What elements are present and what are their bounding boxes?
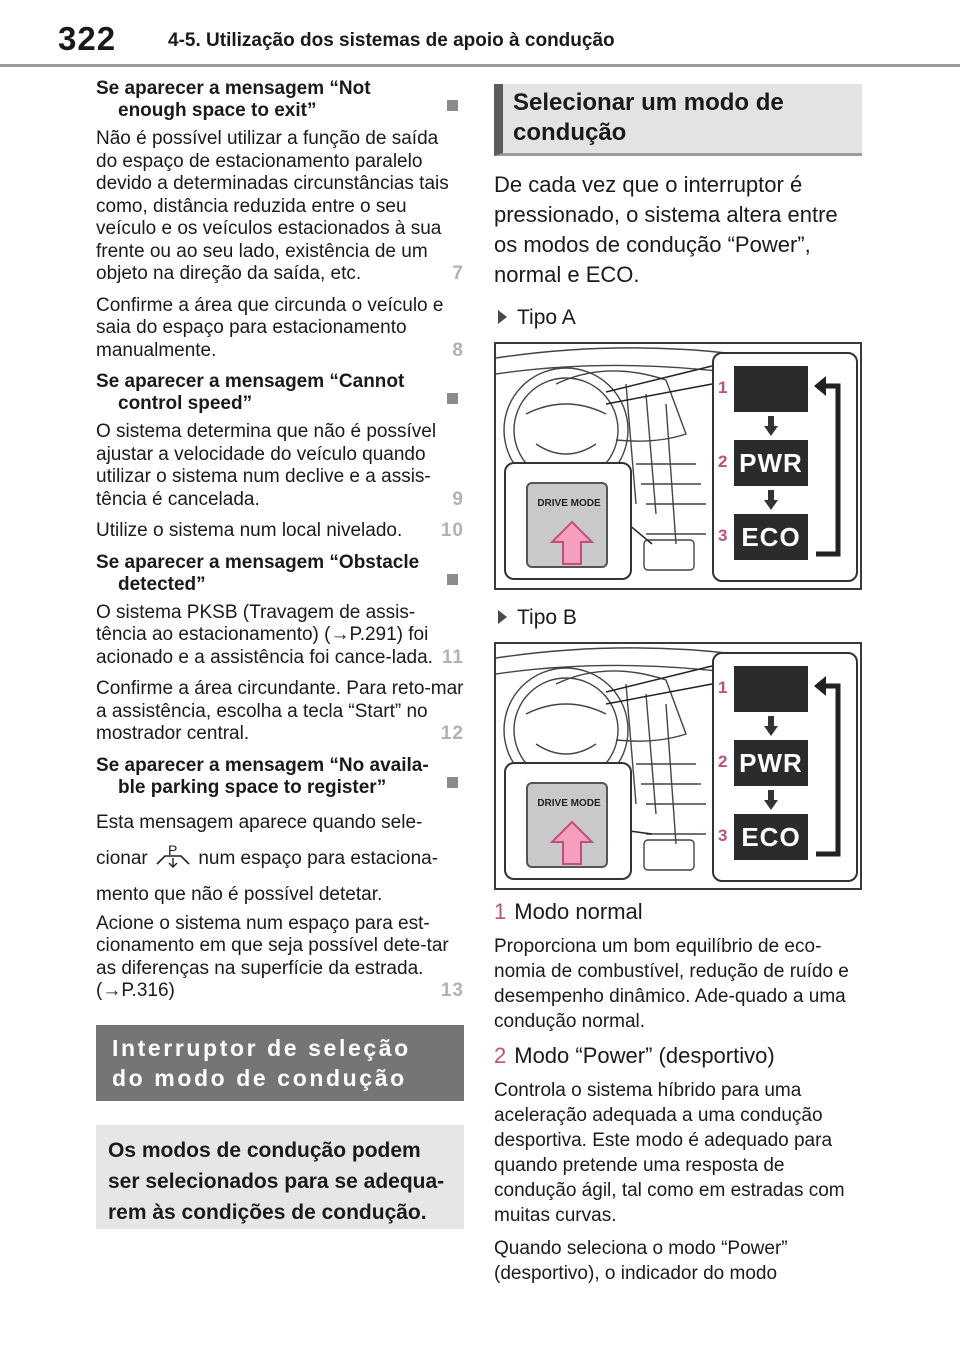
dashboard-illustration xyxy=(496,647,737,871)
step-number: 9 xyxy=(452,488,464,510)
triangle-bullet-icon xyxy=(498,310,507,325)
figure-type-b: 1 2 3 PWR ECO DRIVE MODE xyxy=(494,642,862,890)
intro-paragraph: De cada vez que o interruptor é pression… xyxy=(494,172,838,287)
svg-text:P: P xyxy=(168,842,177,858)
square-bullet-icon xyxy=(447,776,458,788)
mode-number: 2 xyxy=(718,752,728,771)
paragraph: O sistema determina que não é possível a… xyxy=(96,421,464,510)
mode-power-description: Controla o sistema híbrido para uma acel… xyxy=(494,1080,845,1226)
drive-mode-label: DRIVE MODE xyxy=(537,498,601,509)
message-heading: Se aparecer a mensagem “No availa-ble pa… xyxy=(96,755,464,799)
dashboard-illustration xyxy=(496,347,737,571)
summary-box: Os modos de condução podem ser seleciona… xyxy=(96,1124,464,1229)
page-number: 322 xyxy=(58,20,117,57)
mode-display-callout: 1 2 3 PWR ECO xyxy=(712,352,858,582)
page-header: 322 4-5. Utilização dos sistemas de apoi… xyxy=(0,0,960,64)
step-number: 13 xyxy=(440,980,464,1001)
press-arrow-icon xyxy=(550,520,594,565)
mode-number: 2 xyxy=(718,452,728,471)
arrow-down-icon xyxy=(764,490,778,510)
mode-power-description-cont: Quando seleciona o modo “Power” (desport… xyxy=(494,1238,788,1284)
eco-mode-indicator: ECO xyxy=(734,814,808,860)
subsection-heading: Selecionar um modo de condução xyxy=(494,84,862,156)
square-bullet-icon xyxy=(447,573,458,585)
right-column: Selecionar um modo de condução De cada v… xyxy=(494,84,862,1286)
arrow-down-icon xyxy=(764,790,778,810)
arrow-down-icon xyxy=(764,416,778,436)
drive-mode-switch-inset: DRIVE MODE xyxy=(504,462,632,580)
paragraph: Utilize o sistema num local nivelado.10 xyxy=(96,520,464,541)
mode-display-callout: 1 2 3 PWR ECO xyxy=(712,652,858,882)
header-divider xyxy=(0,64,960,67)
figure-type-a: 1 2 3 PWR ECO DRIVE MODE xyxy=(494,342,862,590)
paragraph: Esta mensagem aparece quando sele-cionar… xyxy=(96,811,439,905)
paragraph: Não é possível utilizar a função de saíd… xyxy=(96,128,464,284)
drive-mode-button[interactable]: DRIVE MODE xyxy=(526,482,608,568)
step-number: 11 xyxy=(441,646,464,668)
mode-number: 3 xyxy=(718,826,728,845)
press-arrow-icon xyxy=(550,820,594,865)
eco-mode-indicator: ECO xyxy=(734,514,808,560)
cycle-arrow-icon xyxy=(814,676,841,857)
mode-number: 1 xyxy=(718,378,728,397)
message-heading: Se aparecer a mensagem “Obstacle detecte… xyxy=(96,552,464,596)
paragraph: Confirme a área que circunda o veículo e… xyxy=(96,294,464,361)
parking-assist-icon: P xyxy=(156,842,190,868)
arrow-down-icon xyxy=(764,716,778,736)
paragraph: Confirme a área circundante. Para reto-m… xyxy=(96,678,464,744)
type-a-label: Tipo A xyxy=(494,304,862,332)
paragraph: Acione o sistema num espaço para est-cio… xyxy=(96,912,464,1002)
left-column: Se aparecer a mensagem “Not enough space… xyxy=(96,78,464,1229)
mode-normal-description: Proporciona um bom equilíbrio de eco-nom… xyxy=(494,936,849,1032)
step-number: 8 xyxy=(452,339,464,361)
triangle-bullet-icon xyxy=(498,610,507,625)
step-number: 12 xyxy=(440,723,464,744)
message-heading: Se aparecer a mensagem “Cannot control s… xyxy=(96,371,464,415)
drive-mode-label: DRIVE MODE xyxy=(537,798,601,809)
drive-mode-button[interactable]: DRIVE MODE xyxy=(526,782,608,868)
section-title: 4-5. Utilização dos sistemas de apoio à … xyxy=(168,30,615,51)
cycle-arrow-icon xyxy=(814,376,841,557)
step-number: 7 xyxy=(452,263,464,284)
message-heading: Se aparecer a mensagem “Not enough space… xyxy=(96,78,464,122)
square-bullet-icon xyxy=(447,393,458,404)
step-number: 10 xyxy=(440,520,464,541)
pwr-mode-indicator: PWR xyxy=(734,740,808,786)
normal-mode-indicator xyxy=(734,666,808,712)
section-banner: Interruptor de seleção do modo de conduç… xyxy=(96,1024,464,1101)
type-b-label: Tipo B xyxy=(494,604,862,632)
paragraph: O sistema PKSB (Travagem de assis-tência… xyxy=(96,601,464,668)
mode-number: 1 xyxy=(718,678,728,697)
pwr-mode-indicator: PWR xyxy=(734,440,808,486)
mode-number: 3 xyxy=(718,526,728,545)
drive-mode-switch-inset: DRIVE MODE xyxy=(504,762,632,880)
normal-mode-indicator xyxy=(734,366,808,412)
square-bullet-icon xyxy=(447,100,458,111)
